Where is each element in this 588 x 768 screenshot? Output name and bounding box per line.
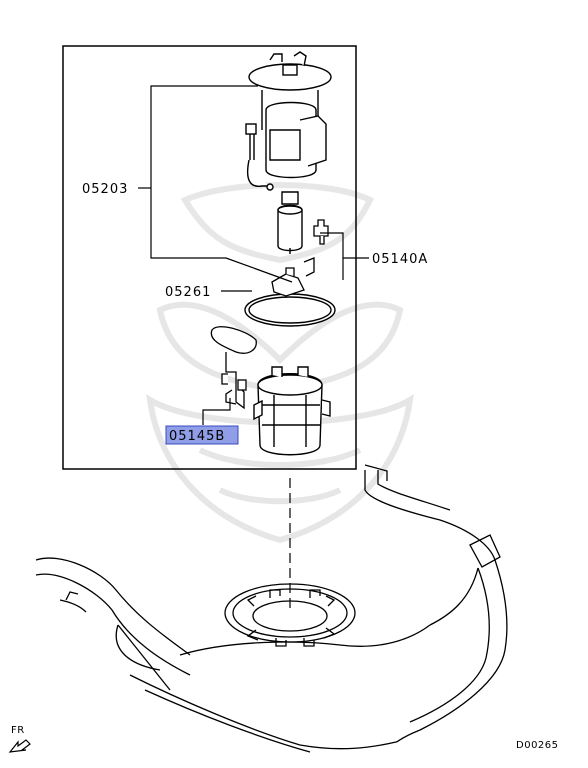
callout-05140a-label: 05140A: [372, 252, 428, 267]
fuel-pump-motor: [277, 191, 303, 254]
seal-ring: [244, 293, 336, 327]
front-direction-indicator: FR: [8, 725, 31, 753]
flange-clip: [271, 257, 315, 297]
direction-label: FR: [11, 725, 25, 736]
fuel-tank: [35, 464, 508, 753]
float-arm-assembly: [210, 326, 257, 410]
callout-05261[interactable]: 05261: [165, 285, 211, 300]
callout-05145b-label: 05145B: [169, 429, 225, 444]
fuel-level-sensor: [313, 219, 329, 245]
tank-pump-opening: [224, 583, 356, 647]
callout-05145b[interactable]: 05145B: [165, 425, 239, 445]
callout-05261-label: 05261: [165, 285, 211, 300]
diagram-code: D00265: [516, 740, 559, 751]
pump-reservoir: [253, 366, 331, 456]
callout-05140a[interactable]: 05140A: [372, 252, 428, 267]
callout-05203[interactable]: 05203: [82, 182, 128, 197]
leader-lines: [138, 85, 369, 612]
arrow-front-icon: [8, 739, 31, 753]
callout-05145b-highlight: [165, 425, 239, 445]
callout-05203-label: 05203: [82, 182, 128, 197]
fuel-pump-module-top: [245, 51, 332, 191]
